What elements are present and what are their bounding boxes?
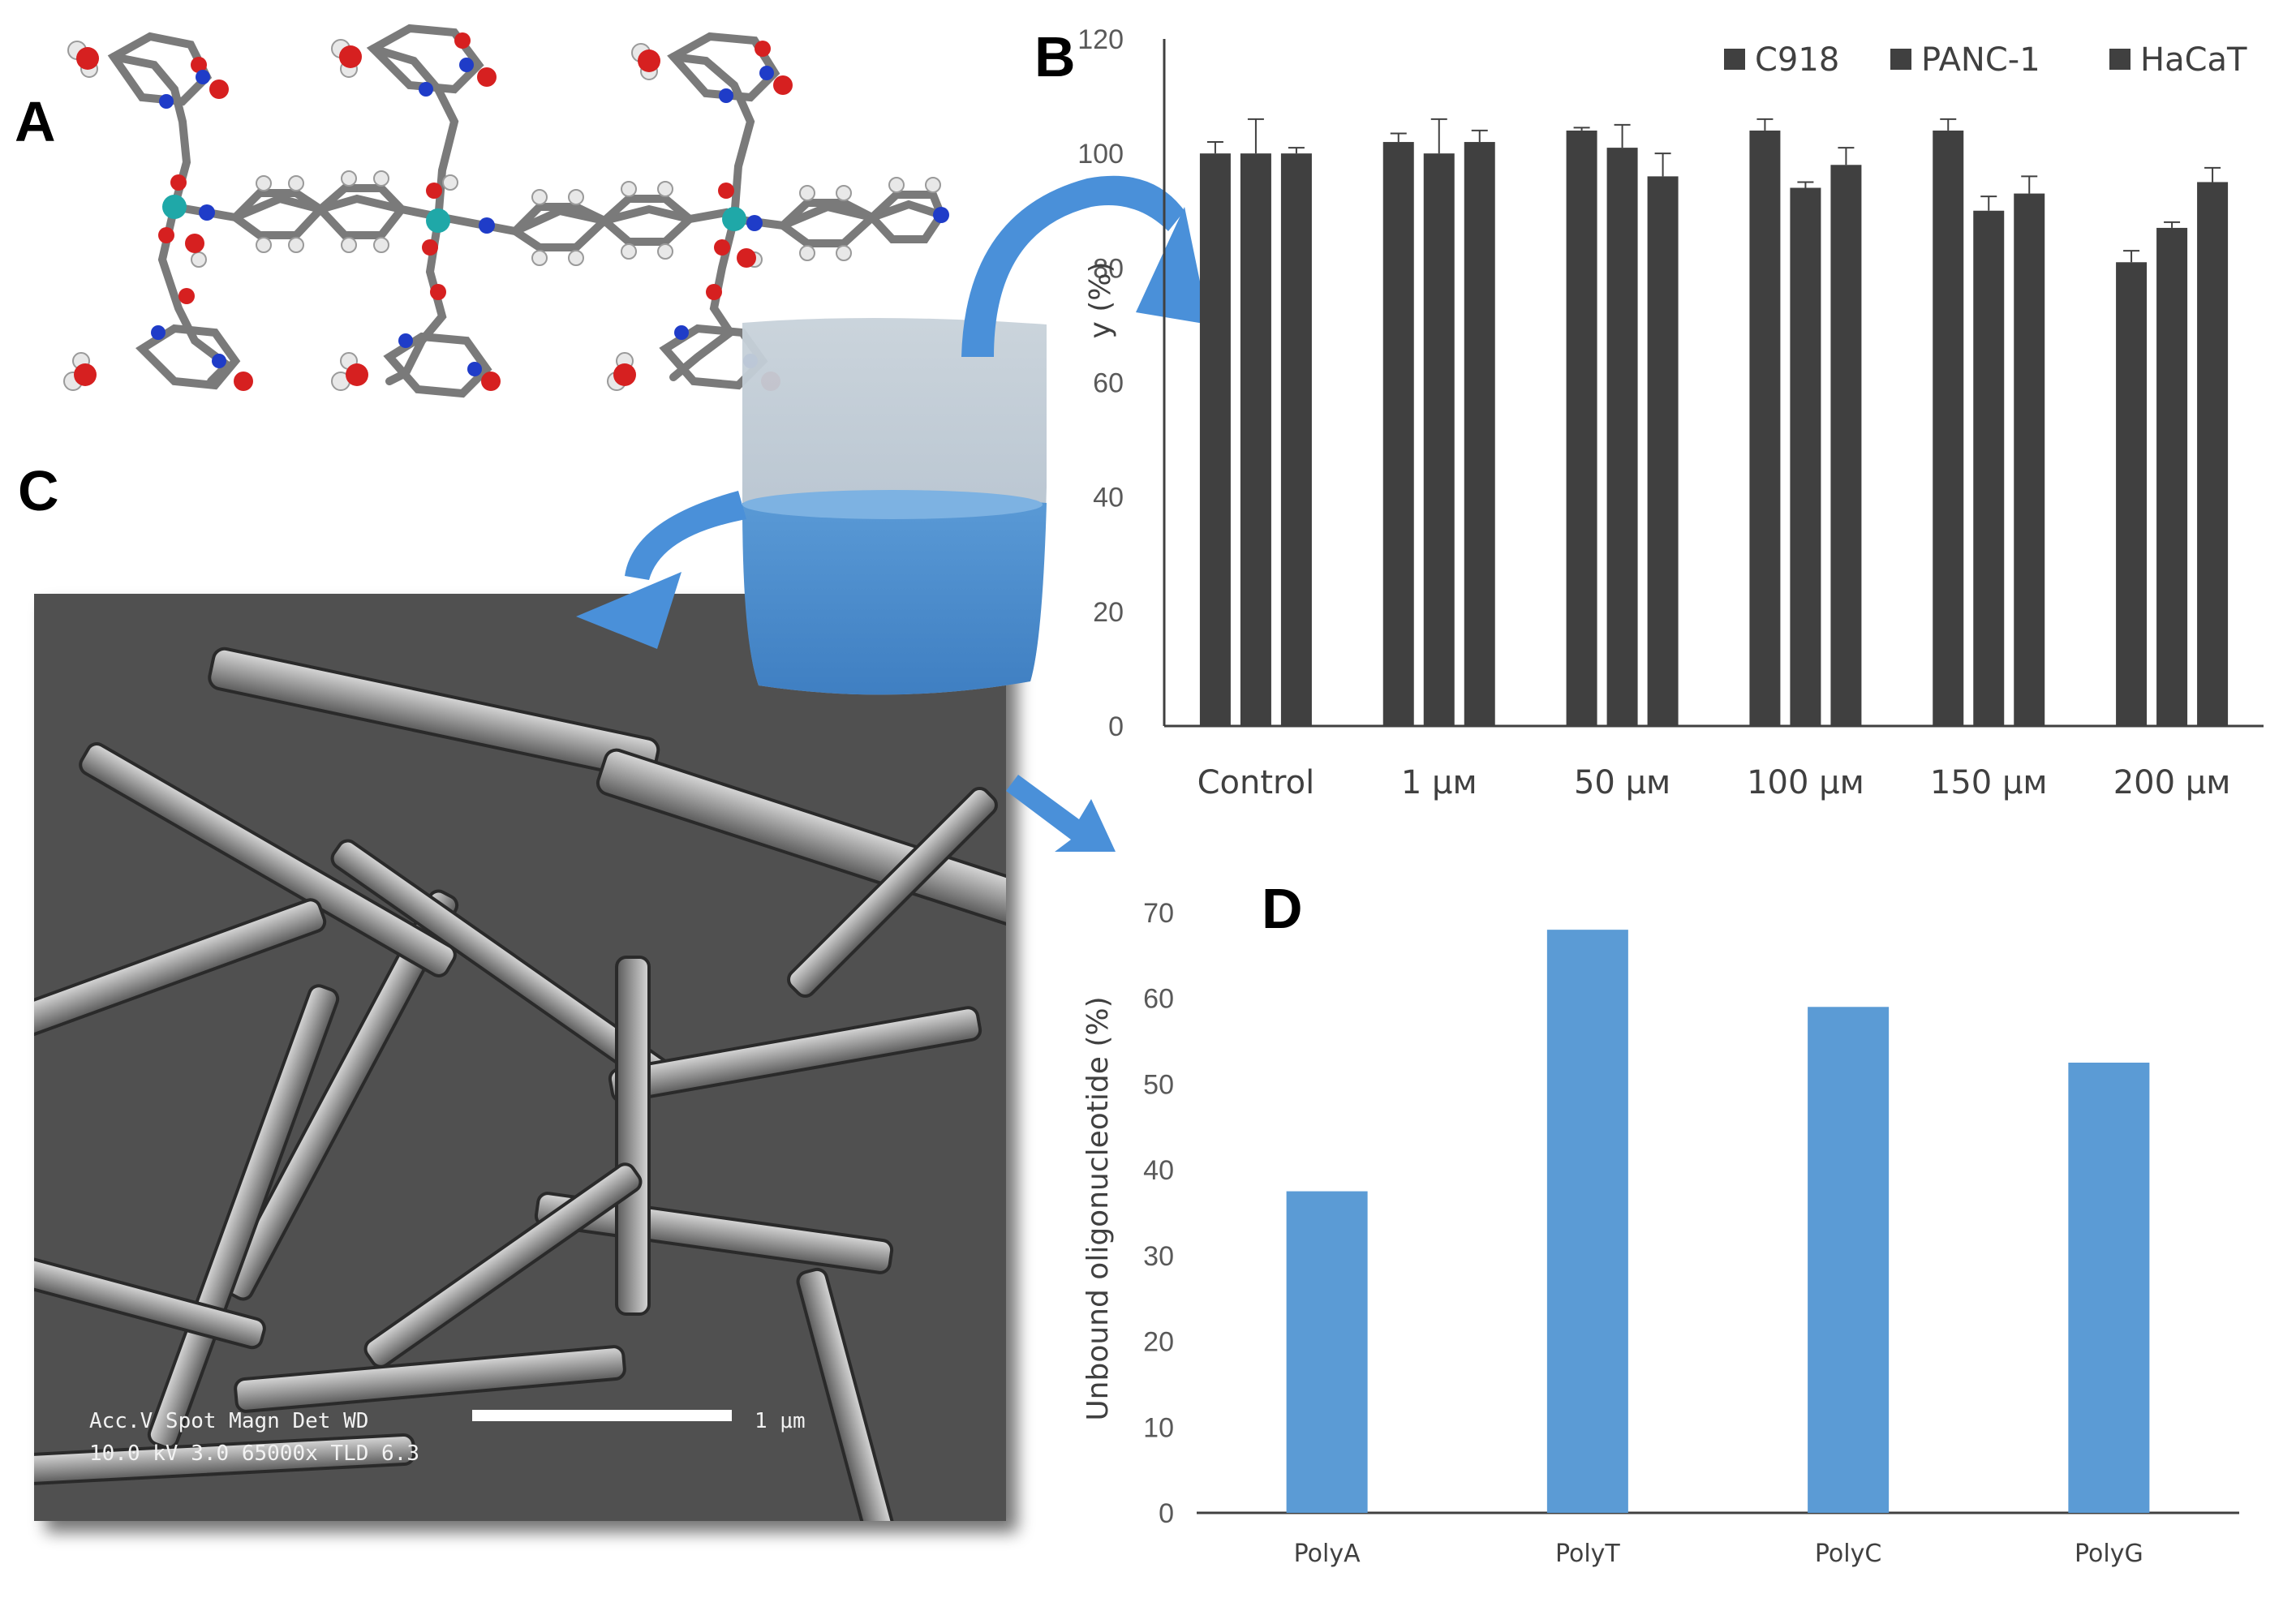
bar-b-panc-1 [2156, 227, 2188, 726]
flow-arrows [576, 175, 1209, 852]
y-tick-label-d: 10 [1143, 1412, 1174, 1443]
legend-swatch-b [1890, 49, 1911, 70]
curved-arrow-to-b-icon [961, 175, 1185, 357]
x-tick-label-b: 1 μм [1401, 764, 1477, 801]
x-tick-label-b: 150 μм [1930, 764, 2048, 801]
bar-b-panc-1 [1790, 187, 1821, 726]
sem-scale-label: 1 μm [755, 1409, 806, 1433]
bar-d-polyt [1546, 930, 1628, 1513]
legend-swatch-b [1724, 49, 1745, 70]
bar-b-hacat [2014, 193, 2045, 726]
x-tick-label-d: PolyA [1294, 1540, 1361, 1568]
y-tick-label-d: 0 [1159, 1498, 1174, 1529]
bar-b-panc-1 [1240, 153, 1271, 726]
y-tick-label-d: 30 [1143, 1241, 1174, 1272]
y-tick-label-b: 120 [1077, 24, 1124, 55]
panel-letter-a: A [15, 90, 56, 153]
molecular-structure [63, 24, 949, 398]
y-tick-label-d: 40 [1143, 1155, 1174, 1186]
x-tick-label-d: PolyC [1815, 1540, 1881, 1568]
legend-label-b: PANC-1 [1921, 41, 2040, 79]
y-tick-label-d: 60 [1143, 984, 1174, 1015]
y-tick-label-d: 70 [1143, 898, 1174, 929]
sem-rods: Acc.V Spot Magn Det WD 10.0 kV 3.0 65000… [34, 594, 1006, 1521]
bar-b-hacat [1280, 153, 1312, 726]
bar-b-hacat [2197, 182, 2229, 727]
panel-letter-b: B [1034, 25, 1076, 88]
x-tick-label-b: Control [1197, 764, 1315, 801]
bar-b-c918 [2116, 262, 2148, 726]
bar-b-panc-1 [1606, 148, 1638, 726]
curved-arrow-to-c-icon [625, 491, 746, 580]
legend-label-b: C918 [1755, 41, 1839, 79]
bar-d-polyg [2068, 1063, 2150, 1513]
bar-b-hacat [1830, 165, 1862, 727]
bar-b-hacat [1647, 176, 1679, 726]
x-tick-label-b: 50 μм [1574, 764, 1670, 801]
arrow-to-d-icon [1006, 775, 1116, 852]
panel-letter-c: C [18, 459, 59, 522]
y-tick-label-b: 40 [1093, 483, 1124, 513]
bar-b-c918 [1199, 153, 1231, 726]
y-axis-label-d: Unbound oligonucleotide (%) [1081, 996, 1115, 1420]
bar-b-panc-1 [1423, 153, 1455, 726]
vial-photo [742, 317, 1047, 695]
y-tick-label-d: 20 [1143, 1327, 1174, 1358]
y-tick-label-b: 60 [1093, 368, 1124, 399]
chart-b: 0 20 40 60 80 100 120 y (%) Control 1 μм 50 μм 100 … [1077, 24, 2264, 801]
y-axis-label-b: y (%) [1084, 261, 1117, 338]
x-tick-label-d: PolyG [2075, 1540, 2143, 1568]
y-tick-label-b: 100 [1077, 139, 1124, 170]
bar-b-panc-1 [1973, 210, 2005, 726]
arrowhead-b-icon [1136, 207, 1209, 324]
legend-label-b: HaCaT [2140, 41, 2247, 79]
sem-info-line1: Acc.V Spot Magn Det WD [89, 1409, 368, 1433]
bar-b-c918 [1566, 130, 1597, 726]
y-tick-label-b: 20 [1093, 597, 1124, 628]
bar-d-polya [1286, 1191, 1368, 1513]
bar-b-c918 [1382, 142, 1414, 727]
arrowhead-c-icon [576, 572, 681, 649]
y-tick-label-b: 80 [1093, 253, 1124, 284]
y-tick-label-d: 50 [1143, 1069, 1174, 1100]
sem-info-line2: 10.0 kV 3.0 65000x TLD 6.3 [89, 1441, 419, 1466]
sem-scale-bar [472, 1410, 732, 1421]
panel-letter-d: D [1262, 877, 1303, 940]
bar-d-polyc [1808, 1007, 1890, 1513]
legend-swatch-b [2109, 49, 2130, 70]
x-tick-label-b: 200 μм [2113, 764, 2231, 801]
y-tick-label-b: 0 [1108, 711, 1124, 742]
x-tick-label-d: PolyT [1555, 1540, 1620, 1568]
bar-b-c918 [1749, 130, 1781, 726]
bar-b-hacat [1464, 142, 1495, 727]
x-tick-label-b: 100 μм [1747, 764, 1864, 801]
bar-b-c918 [1933, 130, 1964, 726]
